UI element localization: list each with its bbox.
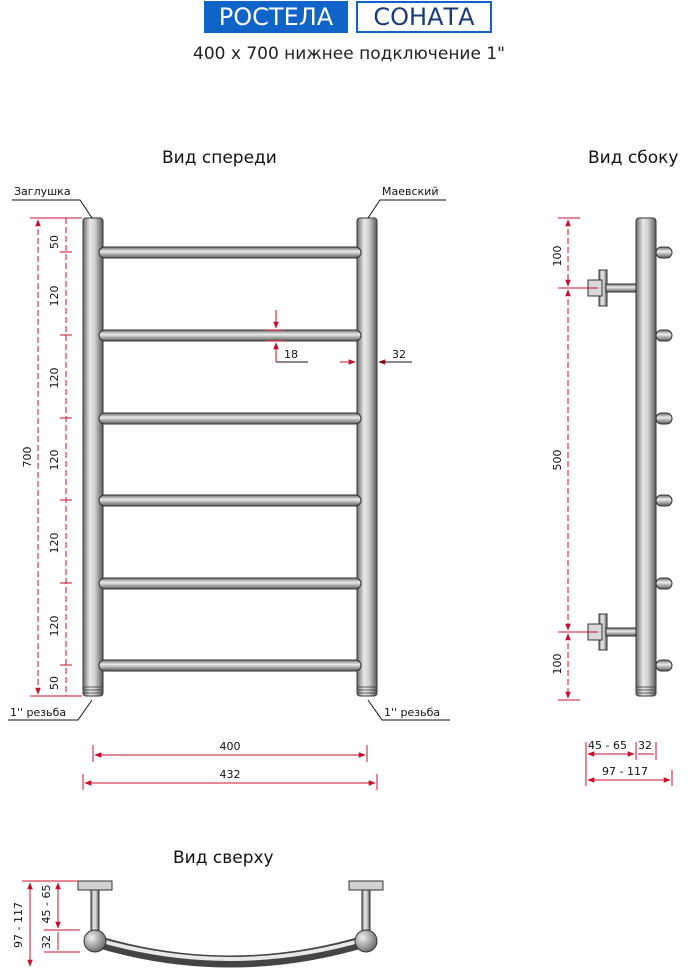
side-bar-ends	[655, 246, 673, 672]
horizontal-bar	[98, 246, 362, 259]
thread-right-leader	[367, 699, 450, 721]
pipe-diameter-label: 32	[392, 348, 406, 361]
top-pipe-label: 32	[40, 935, 53, 949]
top-wall-gap-label: 45 - 65	[40, 885, 53, 924]
thread-right-label: 1'' резьба	[384, 706, 440, 719]
thread-left-leader	[8, 699, 93, 721]
side-bottom-label: 100	[551, 654, 564, 675]
segment-label-5: 120	[48, 533, 61, 554]
right-vertical-pipe	[356, 217, 378, 697]
segment-label-6: 120	[48, 616, 61, 637]
side-wall-gap-label: 45 - 65	[588, 739, 627, 752]
bar-diameter-label: 18	[284, 348, 298, 361]
horizontal-bar	[98, 494, 362, 507]
side-overall-depth-label: 97 - 117	[602, 765, 648, 778]
header: РОСТЕЛА СОНАТА 400 x 700 нижнее подключе…	[0, 0, 698, 70]
segment-label-3: 120	[48, 368, 61, 389]
plug-leader	[12, 199, 93, 219]
top-curved-bar	[89, 935, 372, 968]
top-overall-depth-label: 97 - 117	[12, 902, 25, 948]
overall-width-label: 432	[220, 768, 241, 781]
horizontal-bars	[98, 246, 362, 672]
horizontal-bar	[98, 659, 362, 672]
side-top-label: 100	[551, 246, 564, 267]
bar-diameter-dimension	[266, 310, 284, 362]
top-wall-plate-right	[348, 880, 384, 891]
center-width-label: 400	[220, 740, 241, 753]
side-middle-label: 500	[551, 450, 564, 471]
mayevsky-leader	[367, 199, 446, 219]
side-pipe-label: 32	[638, 739, 652, 752]
horizontal-bar	[98, 412, 362, 425]
front-view: Заглушка Маевский 1'' резьба 1'' резьба …	[8, 185, 450, 790]
top-view-title: Вид сверху	[173, 848, 274, 868]
top-pipe-end-left	[83, 929, 107, 953]
top-wall-plate-left	[77, 880, 113, 891]
side-vertical-pipe	[635, 217, 657, 697]
top-view: 97 - 117 32 45 - 65	[12, 880, 384, 968]
left-vertical-pipe	[82, 217, 104, 697]
mayevsky-label: Маевский	[382, 185, 438, 198]
segment-label-7: 50	[48, 676, 61, 690]
model-name: СОНАТА	[356, 1, 492, 33]
side-view-title: Вид сбоку	[588, 148, 679, 168]
front-view-title: Вид спереди	[162, 148, 277, 168]
segment-label-4: 120	[48, 450, 61, 471]
wall-bracket-top	[587, 269, 637, 307]
plug-label: Заглушка	[14, 185, 71, 198]
horizontal-bar	[98, 329, 362, 342]
horizontal-bar	[98, 577, 362, 590]
thread-left-label: 1'' резьба	[10, 706, 66, 719]
total-height-label: 700	[21, 447, 34, 468]
side-view: 100 500 100 45 - 65 32 97 - 117	[551, 217, 673, 786]
brand-logo: РОСТЕЛА	[204, 1, 348, 33]
segment-label-2: 120	[48, 286, 61, 307]
segment-label-1: 50	[48, 235, 61, 249]
product-subtitle: 400 x 700 нижнее подключение 1"	[193, 44, 505, 64]
top-pipe-end-right	[354, 929, 378, 953]
